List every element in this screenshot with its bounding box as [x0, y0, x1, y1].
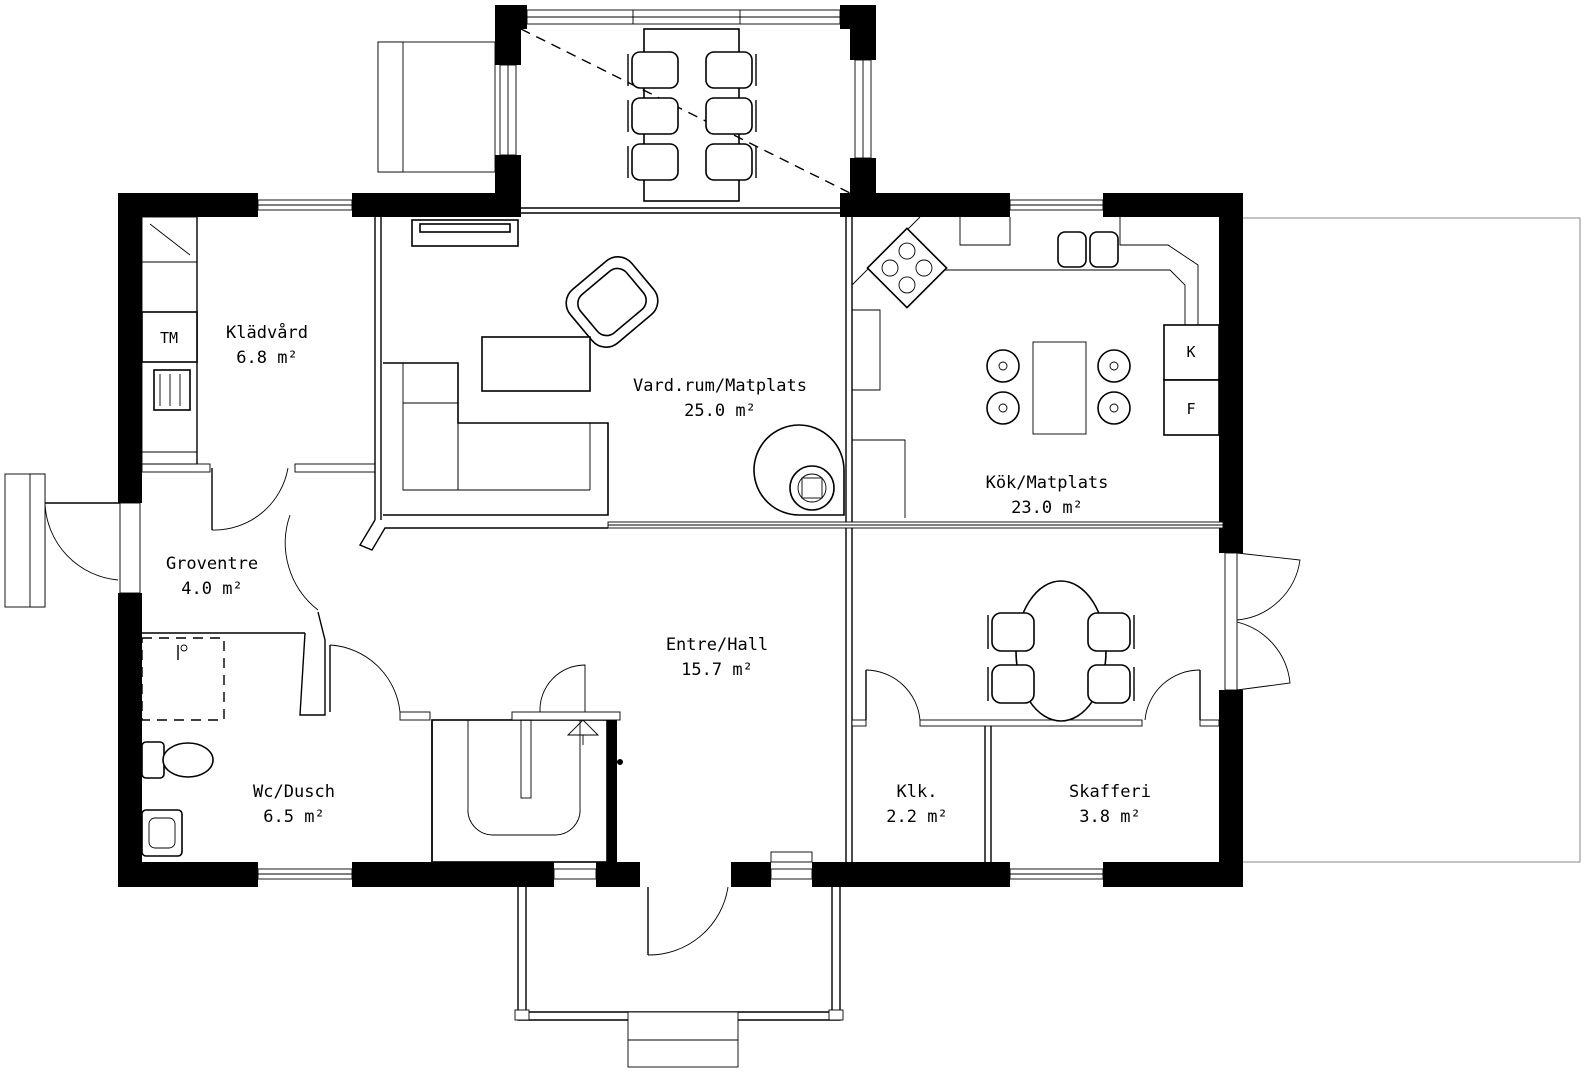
- sofa: [383, 362, 609, 516]
- room-area-klk: 2.2 m²: [886, 807, 947, 827]
- laundry-sink-icon: [153, 369, 191, 411]
- room-area-vardrum: 25.0 m²: [684, 401, 756, 421]
- bay-dining-chairs: [627, 51, 757, 181]
- porches: [4, 41, 844, 1068]
- shower-icon: [177, 644, 188, 660]
- room-name-groventre: Groventre: [166, 554, 258, 574]
- bar-stools: [986, 349, 1131, 425]
- interior-walls: [141, 217, 1224, 863]
- coffee-table: [481, 336, 591, 392]
- armchair: [565, 256, 659, 348]
- room-area-wc: 6.5 m²: [263, 807, 324, 827]
- room-name-kladvard: Klädvård: [226, 322, 308, 343]
- room-area-kladvard: 6.8 m²: [236, 348, 297, 368]
- room-name-vardrum: Vard.rum/Matplats: [633, 376, 807, 396]
- fixtures: [141, 28, 1220, 857]
- cooktop: [866, 227, 948, 309]
- room-name-skafferi: Skafferi: [1069, 782, 1151, 802]
- room-name-kok: Kök/Matplats: [986, 473, 1109, 493]
- room-area-entre: 15.7 m²: [681, 660, 753, 680]
- terrace-outline: [1240, 217, 1581, 863]
- fridge-label: K: [1186, 343, 1195, 361]
- room-name-entre: Entre/Hall: [666, 635, 768, 655]
- room-labels: Klädvård 6.8 m² Vard.rum/Matplats 25.0 m…: [166, 322, 1151, 827]
- room-area-skafferi: 3.8 m²: [1079, 807, 1140, 827]
- tumble-dryer-label: TM: [160, 329, 178, 347]
- staircase: [467, 719, 623, 836]
- room-area-groventre: 4.0 m²: [181, 579, 242, 599]
- room-area-kok: 23.0 m²: [1011, 498, 1083, 518]
- room-name-klk: Klk.: [897, 782, 938, 802]
- fridge: [1163, 324, 1220, 381]
- freezer: [1163, 379, 1220, 436]
- toilet-icon: [141, 741, 214, 779]
- exterior-walls: [118, 5, 1243, 887]
- tumble-dryer: [141, 311, 198, 363]
- windows: [119, 9, 1104, 880]
- kitchen-dining-chairs: [987, 612, 1135, 704]
- room-name-wc: Wc/Dusch: [253, 782, 335, 802]
- wood-stove: [753, 424, 845, 516]
- fixture-labels: TM K F: [160, 329, 1196, 418]
- washbasin-icon: [141, 809, 183, 857]
- freezer-label: F: [1186, 400, 1195, 418]
